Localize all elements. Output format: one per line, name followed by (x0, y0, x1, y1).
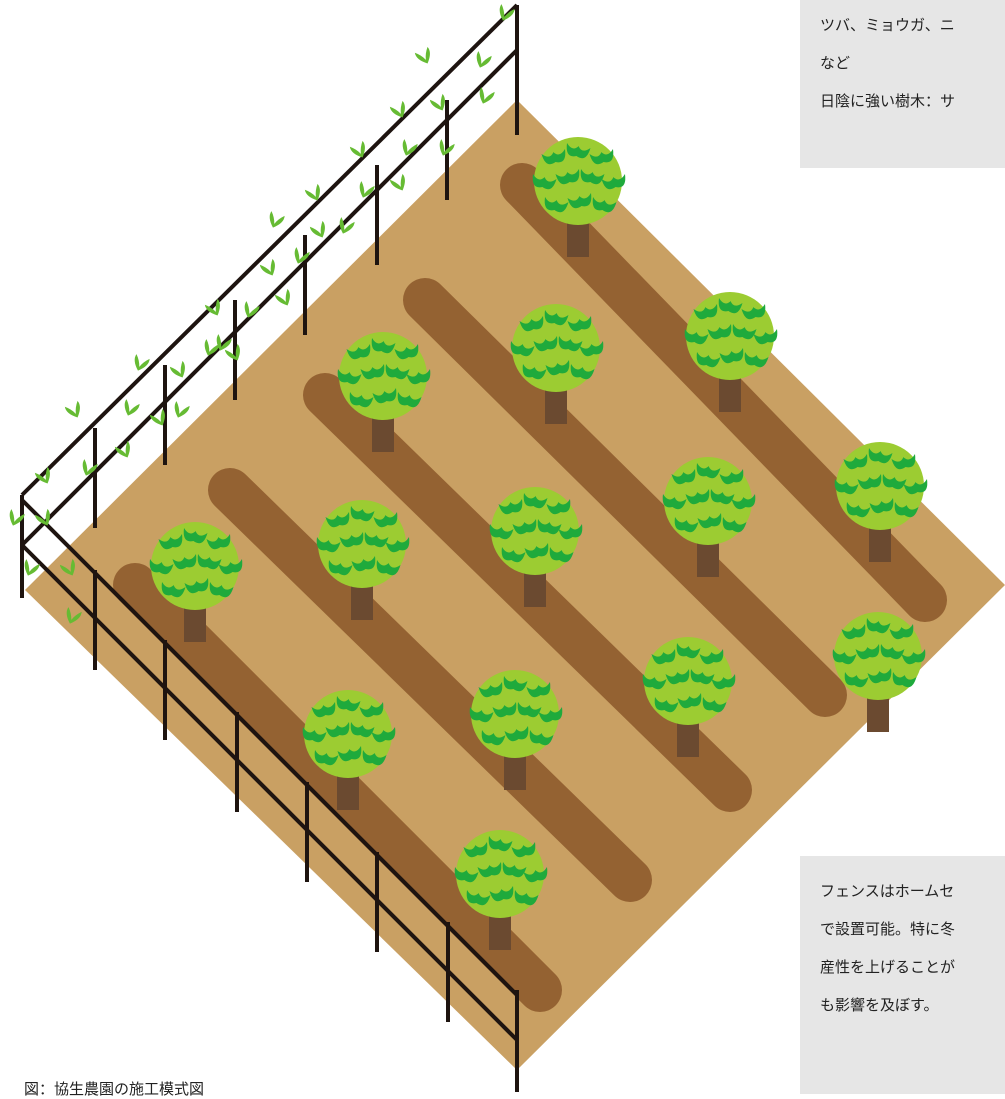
trees (149, 137, 928, 950)
fence (9, 3, 519, 1092)
tree (337, 332, 431, 452)
vine-leaf (9, 509, 25, 526)
vine-leaf (429, 93, 445, 111)
vine-leaf (309, 220, 325, 238)
vine-leaf (476, 51, 492, 68)
note-top-line: ツバ、ミョウガ、ニ (820, 16, 955, 34)
vine-leaf (204, 339, 220, 356)
tree (662, 457, 756, 577)
vine-leaf (259, 258, 275, 276)
vine-leaf (64, 400, 80, 418)
vine-leaf (169, 360, 185, 378)
furrow (403, 278, 847, 717)
tree (302, 690, 396, 810)
vine-leaf (439, 139, 455, 156)
vine-leaf (339, 217, 355, 234)
vine-leaf (304, 183, 320, 201)
vine-leaf (274, 288, 290, 306)
vine-leaf (174, 401, 190, 418)
tree (316, 500, 410, 620)
tree (489, 487, 583, 607)
note-bottom-line: で設置可能。特に冬 (820, 920, 956, 938)
fence-rail (20, 3, 519, 497)
tree (510, 304, 604, 424)
tree (832, 612, 926, 732)
note-bottom-line: 産性を上げることが (820, 958, 956, 976)
vine-leaf (34, 466, 50, 484)
vine-leaf (244, 301, 260, 318)
tree (454, 830, 548, 950)
vine-leaf (414, 46, 430, 64)
vine-leaf (114, 440, 130, 458)
tree (469, 670, 563, 790)
vine-leaf (66, 607, 82, 624)
note-bottom: フェンスはホームセ で設置可能。特に冬 産性を上げることが も影響を及ぼす。 (800, 856, 1005, 1094)
vine-leaf (359, 181, 375, 198)
vine-leaf (34, 508, 50, 526)
tree (684, 292, 778, 412)
vine-leaf (149, 408, 165, 426)
note-top-line: 日陰に強い樹木：サ (820, 92, 956, 110)
vine-leaf (499, 4, 515, 21)
furrow (208, 468, 652, 902)
note-top-line: など (820, 54, 851, 72)
vine-leaf (216, 334, 232, 351)
note-bottom-line: も影響を及ぼす。 (820, 996, 939, 1014)
vine-leaf (402, 139, 418, 156)
vine-leaf (294, 247, 310, 264)
vine-leaf (24, 559, 40, 576)
vine-leaf (224, 343, 240, 361)
vine-leaf (59, 558, 75, 576)
tree (642, 637, 736, 757)
fence-rail (20, 543, 519, 1042)
fence-rail (20, 498, 519, 997)
vine-leaf (204, 298, 220, 316)
vine-leaf (134, 354, 150, 371)
vine-leaf (479, 87, 495, 104)
tree (149, 522, 243, 642)
vine-leaf (124, 399, 140, 416)
tree (834, 442, 928, 562)
vine-leaf (349, 140, 365, 158)
vine-leaf (389, 100, 405, 118)
vine-leaf (269, 211, 285, 228)
fence-rail (20, 48, 519, 547)
figure-caption: 図：協生農園の施工模式図 (24, 1080, 205, 1098)
note-top: ツバ、ミョウガ、ニ など 日陰に強い樹木：サ (800, 0, 1005, 168)
vine-leaf (82, 459, 98, 476)
note-bottom-line: フェンスはホームセ (820, 882, 955, 900)
tree (532, 137, 626, 257)
vine-leaf (389, 173, 405, 191)
